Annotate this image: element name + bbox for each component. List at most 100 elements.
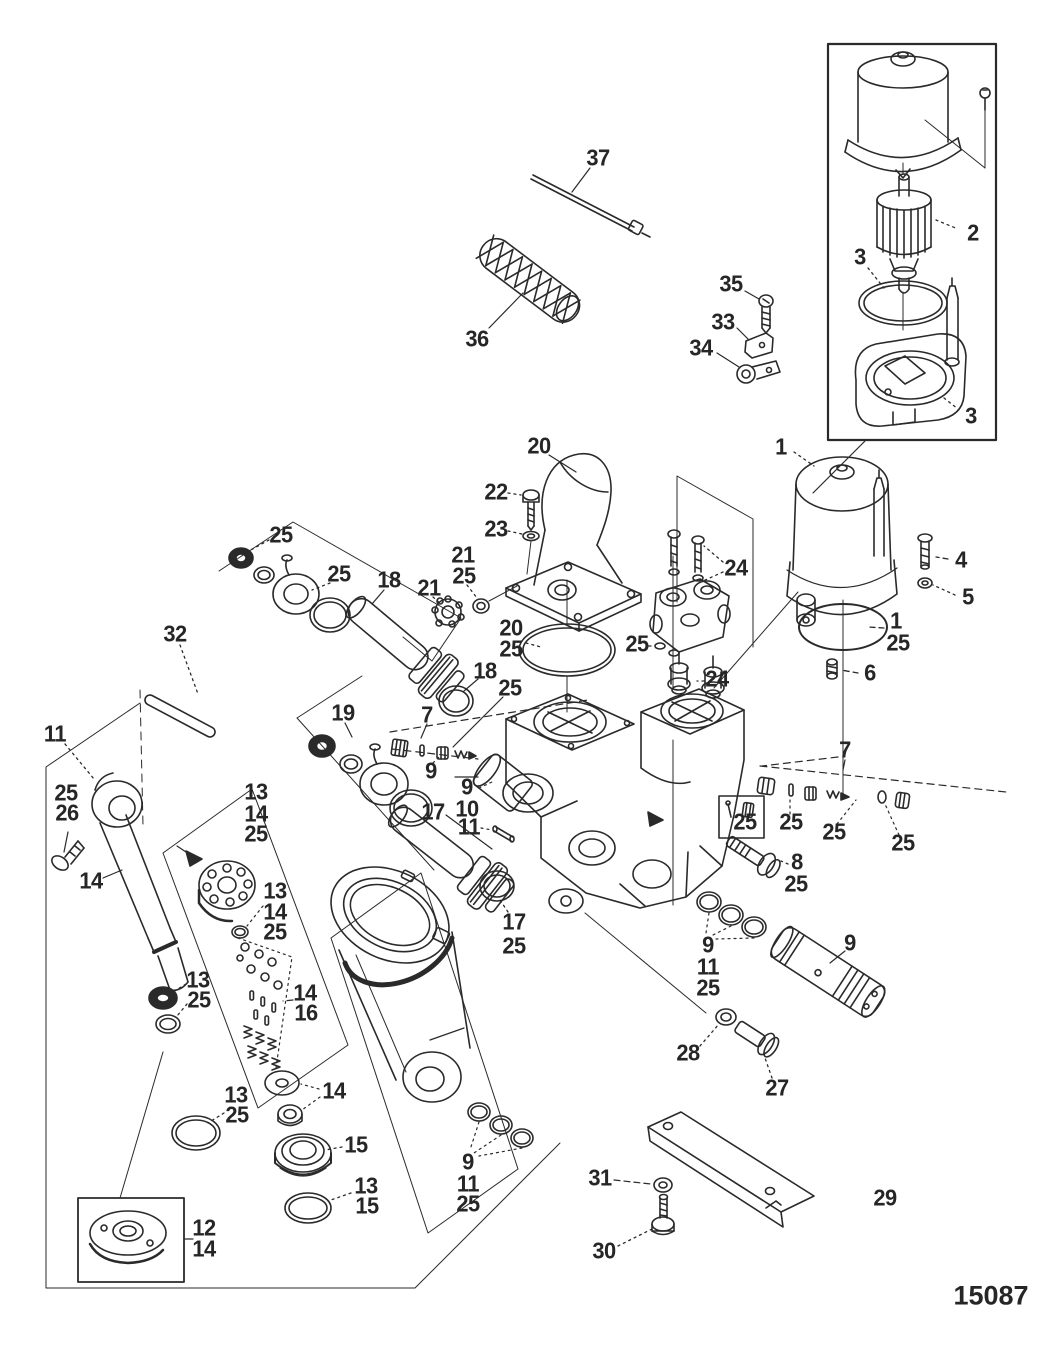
- callout-24: 24: [705, 665, 729, 692]
- callout-25: 25: [784, 870, 808, 897]
- motor-oring-3-art: [858, 280, 948, 331]
- callout-19: 19: [331, 699, 355, 726]
- callout-34: 34: [689, 334, 713, 361]
- coupler-21-art: [431, 595, 465, 628]
- callout-6: 6: [864, 659, 876, 686]
- callout-31: 31: [588, 1164, 612, 1191]
- oring-17-art: [445, 814, 515, 913]
- clip-33-art: [736, 327, 774, 359]
- motor-oring-1-25-art: [798, 599, 888, 796]
- callout-14: 14: [244, 800, 268, 827]
- callout-27: 27: [765, 1074, 789, 1101]
- washer-nut-14-art: [264, 1070, 321, 1127]
- callout-33: 33: [711, 308, 735, 335]
- motor-1-art: [786, 451, 898, 627]
- end-frame-art: [854, 277, 967, 427]
- valves-24-art: [667, 651, 725, 699]
- callout-26: 26: [55, 799, 79, 826]
- callout-25: 25: [886, 629, 910, 656]
- callout-4: 4: [955, 546, 967, 573]
- washer-28-art: [699, 1008, 737, 1047]
- callout-21: 21: [451, 541, 475, 568]
- rod-eye-art: [64, 743, 143, 828]
- callout-25: 25: [502, 932, 526, 959]
- callout-25: 25: [327, 560, 351, 587]
- valve-row-7-left-art: [389, 699, 589, 764]
- oring-14-small-art: [231, 905, 264, 939]
- callout-2: 2: [967, 219, 979, 246]
- anode-art: [647, 1111, 815, 1228]
- callout-25: 25: [244, 820, 268, 847]
- callout-25: 25: [733, 808, 757, 835]
- seal-group-18-art: [218, 521, 462, 662]
- leader-3a: [867, 267, 885, 289]
- callout-25: 25: [187, 986, 211, 1013]
- callout-25: 25: [456, 1190, 480, 1217]
- bolt-4-art: [917, 533, 949, 570]
- callout-9: 9: [461, 773, 473, 800]
- washer-23-art: [507, 530, 540, 575]
- callout-32: 32: [163, 620, 187, 647]
- callout-25: 25: [625, 630, 649, 657]
- callout-25: 25: [498, 674, 522, 701]
- trim-cylinder-art: [330, 866, 519, 1234]
- piston-13-art: [176, 845, 256, 923]
- callout-25: 25: [263, 918, 287, 945]
- callout-1: 1: [890, 607, 902, 634]
- valve-row-7-right-art: [756, 756, 1007, 836]
- callout-7: 7: [421, 701, 433, 728]
- callout-11: 11: [696, 953, 720, 980]
- callout-23: 23: [484, 515, 508, 542]
- screw-22-art: [507, 489, 540, 531]
- callout-14: 14: [79, 867, 103, 894]
- callout-8: 8: [791, 848, 803, 875]
- callout-18: 18: [377, 566, 401, 593]
- screw-8-art: [725, 835, 781, 879]
- callout-5: 5: [962, 583, 974, 610]
- callout-25: 25: [499, 635, 523, 662]
- seal-group-19-art: [296, 675, 435, 871]
- cover-oring-art: [518, 579, 616, 713]
- tilt-pin-art: [770, 925, 886, 1018]
- bolt-27-art: [734, 1020, 780, 1058]
- reservoir-cover-art: [505, 453, 642, 632]
- cable-tie-art: [530, 167, 651, 238]
- callout-9: 9: [425, 757, 437, 784]
- rod-18-art: [345, 595, 465, 703]
- orings-mid-art: [696, 891, 767, 940]
- callout-36: 36: [465, 325, 489, 352]
- oring-13-15-art: [284, 1192, 352, 1224]
- callout-25: 25: [54, 779, 78, 806]
- callout-13: 13: [354, 1172, 378, 1199]
- oring-13-25b-art: [171, 1112, 225, 1151]
- nut-5-art: [917, 577, 956, 596]
- bushing-art: [472, 753, 533, 812]
- clamp-34-art: [716, 352, 781, 384]
- callout-16: 16: [294, 999, 318, 1026]
- pump-panel-lines: [676, 475, 754, 648]
- piston-12-box-art: [77, 1051, 194, 1283]
- rings-13-25-art: [148, 983, 188, 1034]
- filter-6-art: [826, 658, 859, 680]
- callout-20: 20: [527, 432, 551, 459]
- callout-28: 28: [676, 1039, 700, 1066]
- leader-32: [179, 644, 199, 695]
- callout-25: 25: [891, 829, 915, 856]
- callout-13: 13: [186, 966, 210, 993]
- callout-13: 13: [263, 877, 287, 904]
- callout-17: 17: [502, 908, 526, 935]
- check-valves-art: [236, 937, 294, 1071]
- callout-11: 11: [457, 813, 481, 840]
- callout-24: 24: [724, 554, 748, 581]
- callout-12: 12: [192, 1214, 216, 1241]
- pump-assembly-art: [649, 578, 731, 653]
- drawing-number: 15087: [953, 1280, 1029, 1311]
- bolt-30-art: [617, 1193, 675, 1247]
- callout-21: 21: [417, 574, 441, 601]
- callout-18: 18: [473, 657, 497, 684]
- pump-washers-25-art: [648, 642, 680, 657]
- leader-3b: [943, 397, 959, 410]
- callout-35: 35: [719, 270, 743, 297]
